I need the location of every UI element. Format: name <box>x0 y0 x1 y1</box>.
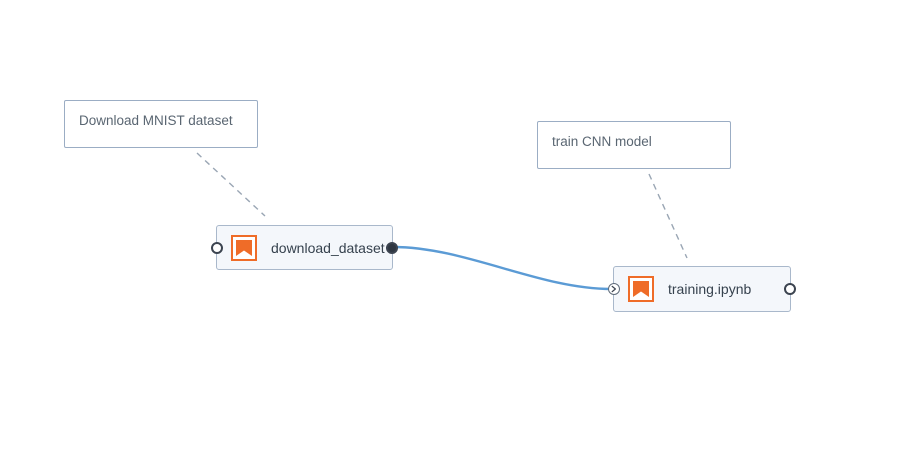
comment-text: train CNN model <box>552 134 652 149</box>
input-port-open-circle-icon[interactable] <box>211 241 223 254</box>
comment-box-train[interactable]: train CNN model <box>537 121 731 169</box>
node-label: download_dataset <box>271 239 385 256</box>
node-download-dataset[interactable]: download_dataset <box>211 225 398 270</box>
comment-link-train <box>648 173 688 259</box>
comment-box-download[interactable]: Download MNIST dataset <box>64 100 258 148</box>
node-training-ipynb[interactable]: training.ipynb <box>608 266 796 312</box>
comment-link-download <box>196 152 266 217</box>
output-port-filled-circle-icon[interactable] <box>386 241 398 254</box>
node-label: training.ipynb <box>668 281 752 297</box>
jupyter-notebook-icon <box>628 276 654 302</box>
comment-text: Download MNIST dataset <box>79 113 233 128</box>
input-port-arrow-icon[interactable] <box>608 283 620 295</box>
jupyter-notebook-icon <box>231 234 257 261</box>
output-port-open-circle-icon[interactable] <box>784 283 796 295</box>
edge-download-to-training[interactable] <box>391 245 613 291</box>
